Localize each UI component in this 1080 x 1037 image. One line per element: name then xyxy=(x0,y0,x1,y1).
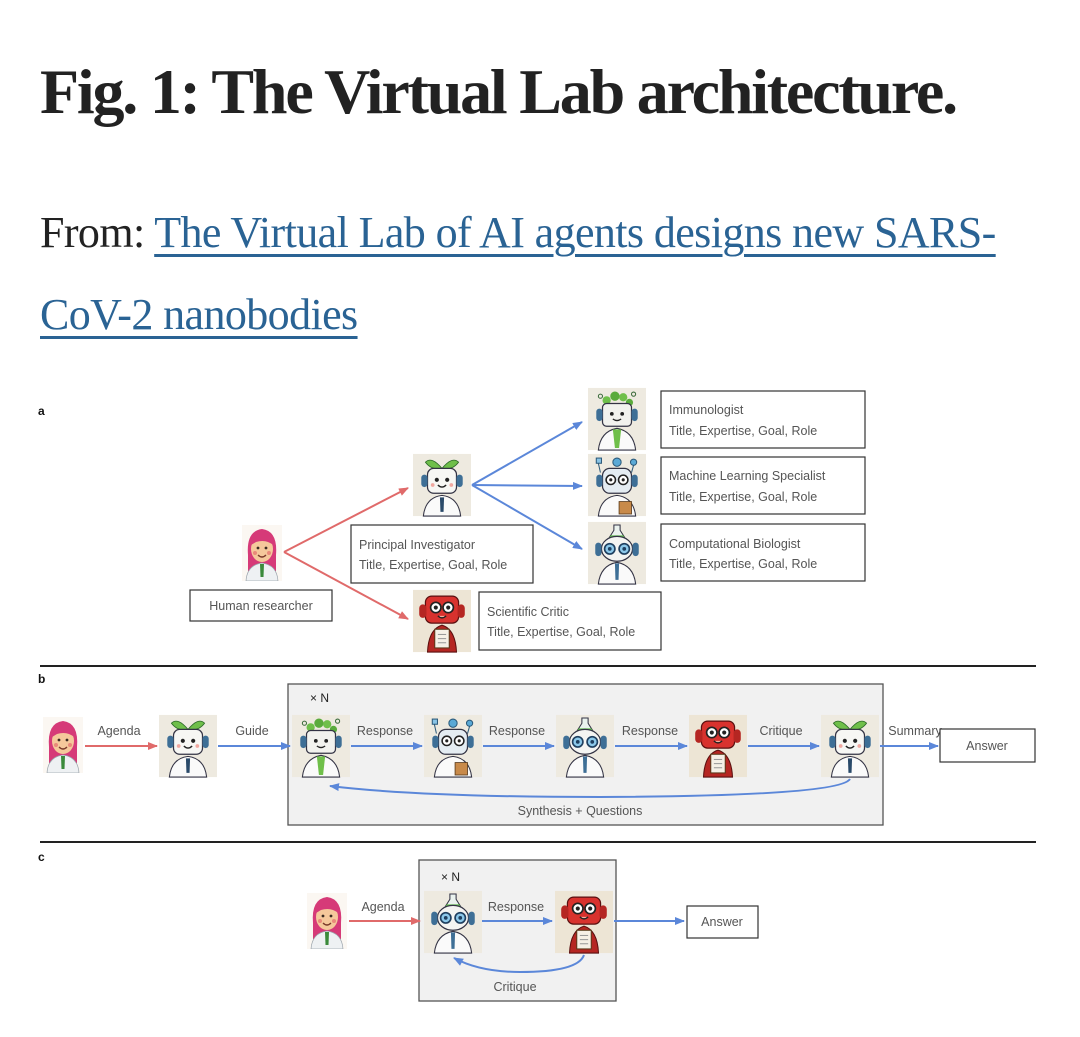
panel-b-loop-label: Synthesis + Questions xyxy=(518,804,643,818)
ml-specialist-robot-icon xyxy=(588,453,646,517)
panel-c-label: c xyxy=(38,850,45,864)
human-researcher-box xyxy=(189,589,333,622)
arrow-human-to-critic xyxy=(283,551,409,620)
panel-b-edge-summary: Summary xyxy=(888,724,942,738)
immunologist-name: Immunologist xyxy=(669,403,744,417)
panel-b-answer: Answer xyxy=(966,739,1008,753)
immunologist-fields: Title, Expertise, Goal, Role xyxy=(669,424,817,438)
compbio-fields: Title, Expertise, Goal, Role xyxy=(669,557,817,571)
panel-b-immunologist-icon xyxy=(292,714,350,778)
panel-b-edge-critique: Critique xyxy=(759,724,802,738)
panel-c-loop-label: Critique xyxy=(493,980,536,994)
panel-c-critic-icon xyxy=(555,890,613,954)
panel-b-edge-response-3: Response xyxy=(622,724,678,738)
panel-b-edge-response-2: Response xyxy=(489,724,545,738)
panel-b-pi-summary-icon xyxy=(821,714,879,778)
pi-box xyxy=(350,524,534,584)
pi-fields: Title, Expertise, Goal, Role xyxy=(359,558,507,572)
panel-c-edge-agenda: Agenda xyxy=(361,900,404,914)
panel-c-edge-response: Response xyxy=(488,900,544,914)
arrow-pi-to-ml xyxy=(471,481,583,490)
principal-investigator-robot-icon xyxy=(413,453,471,517)
ml-specialist-fields: Title, Expertise, Goal, Role xyxy=(669,490,817,504)
panel-b-edge-agenda: Agenda xyxy=(97,724,140,738)
panel-b-edge-guide: Guide xyxy=(235,724,268,738)
source-article-link[interactable]: The Virtual Lab of AI agents designs new… xyxy=(40,208,996,339)
critic-name: Scientific Critic xyxy=(487,605,569,619)
panel-b-answer-box xyxy=(939,728,1036,763)
panel-b-label: b xyxy=(38,672,45,686)
panel-b-critic-icon xyxy=(689,714,747,778)
panel-b-compbio-icon xyxy=(556,714,614,778)
critic-fields: Title, Expertise, Goal, Role xyxy=(487,625,635,639)
compbio-box xyxy=(660,523,866,582)
ml-specialist-box xyxy=(660,456,866,515)
arrow-human-to-pi xyxy=(283,487,409,553)
pi-name: Principal Investigator xyxy=(359,538,475,552)
panel-b-edge-response-1: Response xyxy=(357,724,413,738)
panel-a-label: a xyxy=(38,404,45,418)
panel-b-pi-icon xyxy=(159,714,217,778)
critic-box xyxy=(478,591,662,651)
panel-c-human-icon xyxy=(307,893,347,949)
immunologist-robot-icon xyxy=(588,387,646,451)
immunologist-box xyxy=(660,390,866,449)
panel-c-loop-arrow xyxy=(453,954,585,974)
compbio-name: Computational Biologist xyxy=(669,537,801,551)
panel-b-human-icon xyxy=(43,717,83,773)
panel-b-repeat: × N xyxy=(310,691,329,705)
panel-b-loop-arrow xyxy=(329,778,851,799)
ml-specialist-name: Machine Learning Specialist xyxy=(669,469,826,483)
panel-c-repeat: × N xyxy=(441,870,460,884)
from-prefix: From: xyxy=(40,208,155,257)
human-researcher-label: Human researcher xyxy=(209,599,313,613)
arrow-pi-to-immunologist xyxy=(471,421,583,486)
panel-b-ml-icon xyxy=(424,714,482,778)
figure-source: From: The Virtual Lab of AI agents desig… xyxy=(40,192,1050,356)
panel-c-answer-box xyxy=(686,905,759,939)
computational-biologist-robot-icon xyxy=(588,521,646,585)
arrow-pi-to-compbio xyxy=(471,484,583,550)
scientific-critic-robot-icon xyxy=(413,589,471,653)
panel-c-answer: Answer xyxy=(701,915,743,929)
human-researcher-avatar-icon xyxy=(242,525,282,581)
figure-title: Fig. 1: The Virtual Lab architecture. xyxy=(40,56,958,127)
panel-c-compbio-icon xyxy=(424,890,482,954)
